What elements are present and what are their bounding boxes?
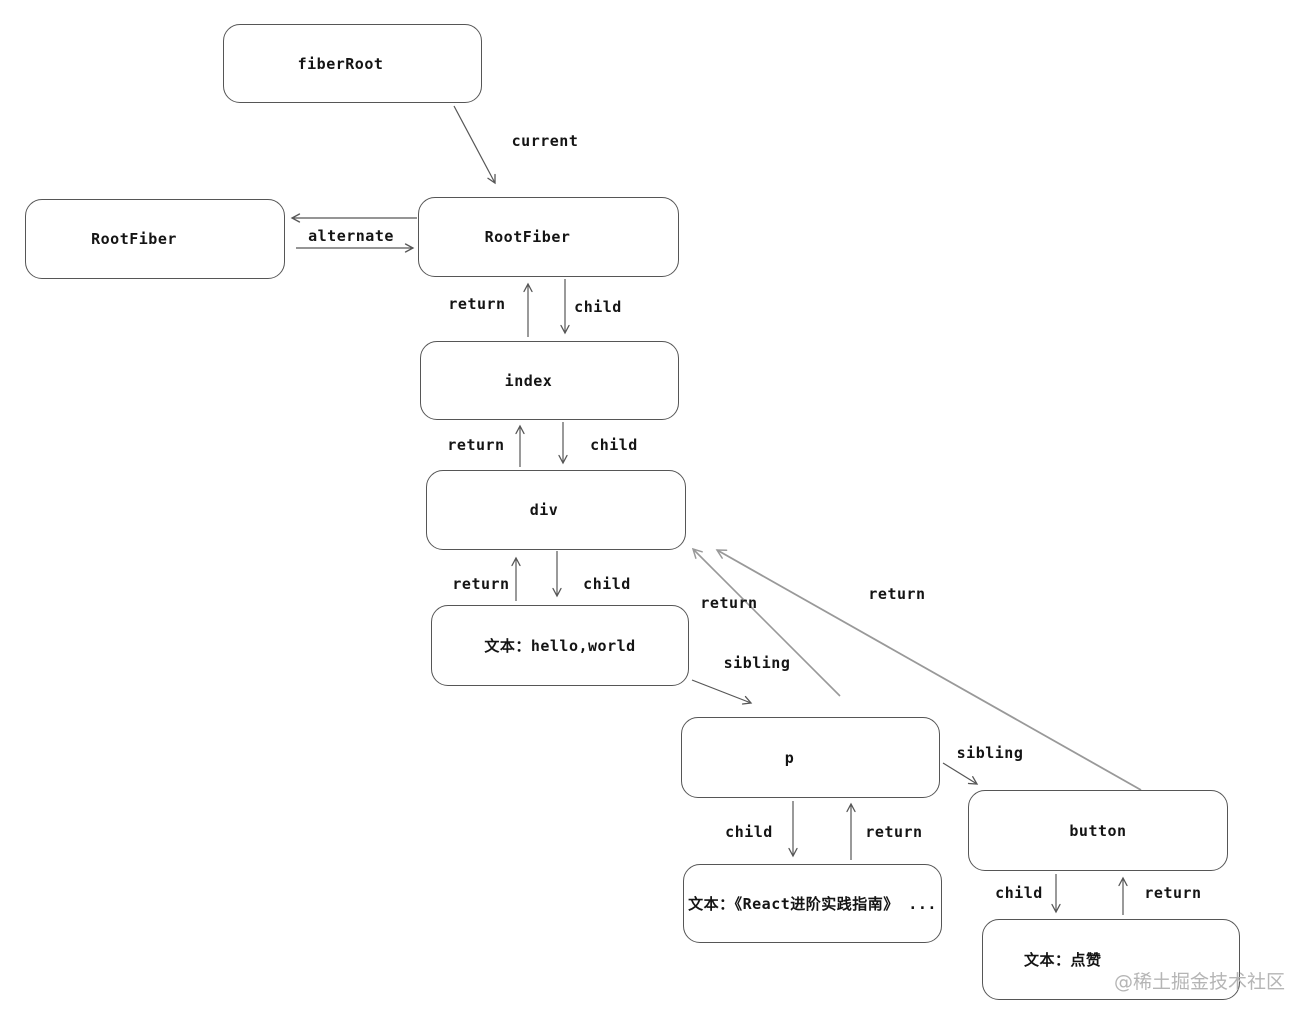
- node-button: button: [968, 790, 1228, 871]
- edge-label-return-p-to-div: return: [700, 594, 758, 612]
- edge-sibling-p-to-button: [942, 762, 979, 785]
- node-rootfiber-current: RootFiber: [418, 197, 679, 277]
- node-p: p: [681, 717, 940, 798]
- edge-label-return-rootfiber: return: [448, 295, 506, 313]
- node-text-like: 文本：点赞: [982, 919, 1240, 1000]
- node-text-hello-world-label: 文本：hello,world: [484, 637, 636, 655]
- edge-label-current: current: [511, 132, 579, 150]
- node-rootfiber-alternate-label: RootFiber: [91, 230, 177, 248]
- edge-label-return-p: return: [865, 823, 923, 841]
- node-index: index: [420, 341, 679, 420]
- node-div: div: [426, 470, 686, 550]
- edge-label-return-div: return: [452, 575, 510, 593]
- edge-label-return-button-to-div: return: [868, 585, 926, 603]
- node-fiberroot: fiberRoot: [223, 24, 482, 103]
- edge-label-alternate: alternate: [308, 227, 394, 245]
- edge-label-sibling-p-button: sibling: [956, 744, 1024, 762]
- watermark: @稀土掘金技术社区: [1114, 971, 1286, 993]
- edge-label-child-index: child: [590, 436, 638, 454]
- node-index-label: index: [504, 371, 553, 390]
- node-rootfiber-current-label: RootFiber: [484, 228, 571, 246]
- edge-label-sibling-hello-p: sibling: [723, 654, 791, 672]
- edge-label-child-button: child: [995, 884, 1043, 902]
- edge-return-p-to-div: [691, 547, 841, 697]
- node-text-react-guide-label: 文本：《React进阶实践指南》 ...: [688, 895, 937, 913]
- node-text-like-label: 文本：点赞: [1024, 951, 1102, 969]
- node-fiberroot-label: fiberRoot: [297, 54, 384, 73]
- node-text-hello-world: 文本：hello,world: [431, 605, 689, 686]
- edge-sibling-hello-to-p: [691, 679, 753, 705]
- edge-label-child-div: child: [583, 575, 631, 593]
- node-div-label: div: [529, 501, 559, 519]
- node-button-label: button: [1069, 821, 1127, 840]
- edge-label-child-rootfiber: child: [574, 298, 622, 316]
- node-text-react-guide: 文本：《React进阶实践指南》 ...: [683, 864, 942, 943]
- edge-current: [453, 105, 496, 185]
- edge-label-return-index: return: [447, 436, 505, 454]
- node-rootfiber-alternate: RootFiber: [25, 199, 285, 279]
- edge-label-return-button: return: [1144, 884, 1202, 902]
- edge-label-child-p: child: [725, 823, 773, 841]
- node-p-label: p: [784, 748, 795, 767]
- edge-return-button-to-div: [715, 549, 1142, 791]
